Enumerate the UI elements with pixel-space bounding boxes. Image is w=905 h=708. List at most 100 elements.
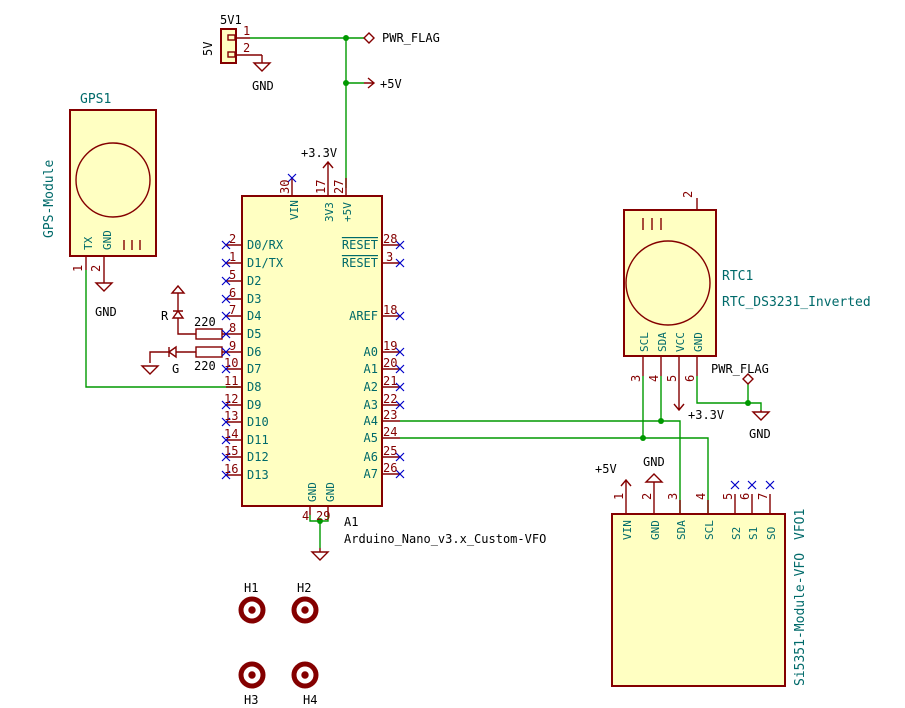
svg-text:27: 27 [332, 180, 346, 194]
gnd-symbol-rtc [751, 410, 771, 421]
hole-h2-label: H2 [297, 581, 311, 595]
nano-pin-d13: D13 [247, 468, 269, 482]
pwr-flag-diamond-rtc [742, 373, 754, 385]
svg-text:21: 21 [383, 374, 397, 388]
hole-h4-label: H4 [303, 693, 317, 707]
plus3v3-label-nano: +3.3V [301, 146, 337, 160]
nano-pin-a5: A5 [364, 431, 378, 445]
led-red-symbol [171, 309, 185, 319]
svg-text:1: 1 [229, 250, 236, 264]
svg-text:16: 16 [224, 462, 238, 476]
junctions [317, 35, 751, 524]
svg-text:3: 3 [666, 493, 680, 500]
nano-pin-reset-2: RESET [342, 256, 378, 270]
svg-text:4: 4 [694, 493, 708, 500]
gnd-label-rtc: GND [749, 427, 771, 441]
wire-rtc-gnd [696, 376, 762, 410]
svg-text:14: 14 [224, 427, 238, 441]
nano-pin-d7: D7 [247, 362, 261, 376]
svg-text:22: 22 [383, 392, 397, 406]
mounting-holes [238, 596, 319, 689]
nano-pin-d8: D8 [247, 380, 261, 394]
pwr-flag-label-rtc: PWR_FLAG [711, 362, 769, 376]
svg-text:2: 2 [89, 265, 103, 272]
wire-a4-sda [400, 420, 681, 514]
svg-text:5: 5 [665, 375, 679, 382]
resistor-r2 [195, 346, 223, 358]
plus3v3-label-rtc: +3.3V [688, 408, 724, 422]
nano-pin-d2: D2 [247, 274, 261, 288]
plus3v3-arrow-nano [322, 160, 334, 178]
nano-pin-d11: D11 [247, 433, 269, 447]
plus5v-arrow-top [364, 77, 376, 89]
nano-pin-gnd-2: GND [324, 482, 337, 502]
led-red-label: R [161, 309, 169, 323]
vfo-pin-gnd: GND [649, 520, 662, 540]
wire-a5-scl [400, 437, 709, 514]
gps-value: GPS-Module [42, 160, 57, 238]
rtc-pin-gnd: GND [692, 332, 705, 352]
resistor-r1 [195, 328, 223, 340]
svg-text:1: 1 [71, 265, 85, 272]
svg-text:24: 24 [383, 425, 397, 439]
arduino-nano-body [241, 195, 383, 507]
svg-text:8: 8 [229, 321, 236, 335]
led-green-label: G [172, 362, 179, 376]
svg-text:1: 1 [612, 493, 626, 500]
svg-text:2: 2 [640, 493, 654, 500]
nano-pin-aref: AREF [349, 309, 378, 323]
svg-text:4: 4 [302, 509, 309, 523]
rtc-battery-circle [625, 240, 711, 326]
nano-value: Arduino_Nano_v3.x_Custom-VFO [344, 532, 546, 546]
svg-text:18: 18 [383, 303, 397, 317]
svg-text:15: 15 [224, 444, 238, 458]
svg-text:7: 7 [756, 493, 770, 500]
vfo-pin-sda: SDA [675, 520, 688, 540]
nano-pin-d4: D4 [247, 309, 261, 323]
svg-text:11: 11 [224, 374, 238, 388]
plus5v-label-top: +5V [380, 77, 402, 91]
nano-pin-a7: A7 [364, 467, 378, 481]
pin-stubs [85, 37, 771, 515]
pwr-flag-label-top: PWR_FLAG [382, 31, 440, 45]
resistor-r1-value: 220 [194, 315, 216, 329]
svg-text:9: 9 [229, 339, 236, 353]
svg-text:2: 2 [681, 191, 695, 198]
svg-text:23: 23 [383, 408, 397, 422]
vfo-pin-vin: VIN [621, 520, 634, 540]
vfo-pin-scl: SCL [703, 520, 716, 540]
vfo-pin-s2: S2 [730, 527, 743, 540]
resistor-r2-value: 220 [194, 359, 216, 373]
svg-text:1: 1 [243, 24, 250, 38]
gnd-symbol-5v1 [252, 55, 272, 72]
led-green-symbol [149, 345, 196, 359]
gnd-symbol-led [140, 358, 160, 375]
gnd-symbol-gps [94, 265, 114, 292]
gps-pin-tx: TX [82, 236, 95, 250]
gnd-label-gps: GND [95, 305, 117, 319]
svg-text:5: 5 [721, 493, 735, 500]
rtc-pin-sda: SDA [656, 332, 669, 352]
wires [85, 37, 762, 548]
rtc-module-body [623, 209, 717, 357]
svg-text:19: 19 [383, 339, 397, 353]
plus5v-arrow-vfo [620, 478, 632, 500]
gps-ref: GPS1 [80, 92, 111, 107]
nano-ref: A1 [344, 515, 358, 529]
svg-text:7: 7 [229, 303, 236, 317]
rtc-ref: RTC1 [722, 269, 753, 284]
hole-h3-label: H3 [244, 693, 258, 707]
gnd-label-5v1: GND [252, 79, 274, 93]
gps-antenna-circle [75, 142, 151, 218]
gnd-label-vfo: GND [643, 455, 665, 469]
svg-text:6: 6 [683, 375, 697, 382]
svg-text:28: 28 [383, 232, 397, 246]
svg-text:6: 6 [738, 493, 752, 500]
vfo-pin-so: SO [765, 527, 778, 540]
nano-pin-a4: A4 [364, 414, 378, 428]
hole-h1-label: H1 [244, 581, 258, 595]
nano-pin-gnd-1: GND [306, 482, 319, 502]
nano-pin-d3: D3 [247, 292, 261, 306]
nano-pin-a0: A0 [364, 345, 378, 359]
